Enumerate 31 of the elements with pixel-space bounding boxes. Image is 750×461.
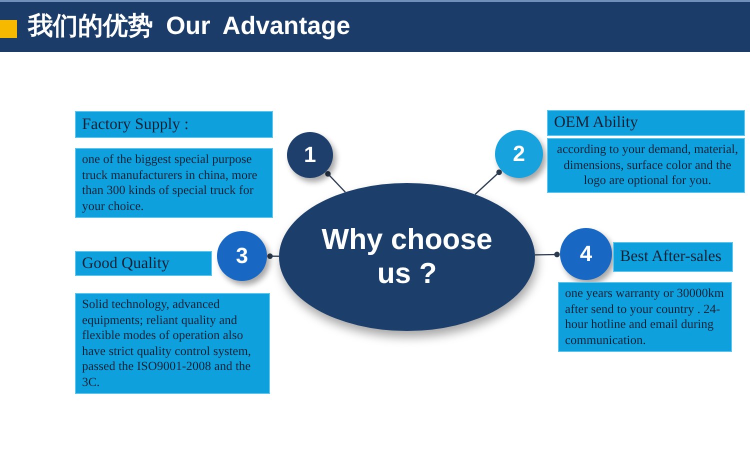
text-box (547, 138, 745, 192)
page-title: 我们的优势 Our Advantage (28, 11, 350, 42)
connector-line (267, 253, 280, 259)
heading-text: Good Quality (82, 254, 170, 274)
body-text: according to your demand, material, dimensions, surface color and the logo are optional for you. (556, 142, 740, 188)
step-number: 1 (304, 142, 316, 168)
number-circle (495, 130, 543, 178)
text-box (558, 282, 732, 352)
body-text: one of the biggest special purpose truck manufacturers in china, more than 300 kinds of special truck for your choice. (82, 152, 258, 214)
number-circle (287, 132, 333, 178)
connector-line (534, 252, 560, 258)
body-text: one years warranty or 30000km after send to your country . 24-hour hotline and email during communication. (565, 286, 725, 348)
heading-text: OEM Ability (554, 113, 638, 133)
center-title: Why choose us ? (320, 223, 494, 291)
step-number: 4 (580, 241, 592, 267)
heading-box (75, 251, 212, 276)
text-box (75, 293, 270, 394)
number-circle (560, 228, 612, 280)
heading-text: Factory Supply : (82, 114, 189, 134)
heading-text: Best After-sales (620, 247, 722, 267)
body-text: Solid technology, advanced equipments; reliant quality and flexible modes of operation also have strict quality control system, passed the ISO9001-2008 and the 3C. (82, 297, 252, 390)
heading-box (613, 242, 733, 272)
heading-box (547, 110, 745, 136)
step-number: 2 (512, 141, 526, 167)
step-number: 3 (236, 243, 248, 269)
connector-line (325, 171, 346, 193)
heading-box (75, 111, 273, 138)
center-ellipse (279, 183, 535, 331)
number-circle (217, 231, 267, 281)
connector-line (474, 169, 502, 195)
text-box (75, 148, 273, 218)
